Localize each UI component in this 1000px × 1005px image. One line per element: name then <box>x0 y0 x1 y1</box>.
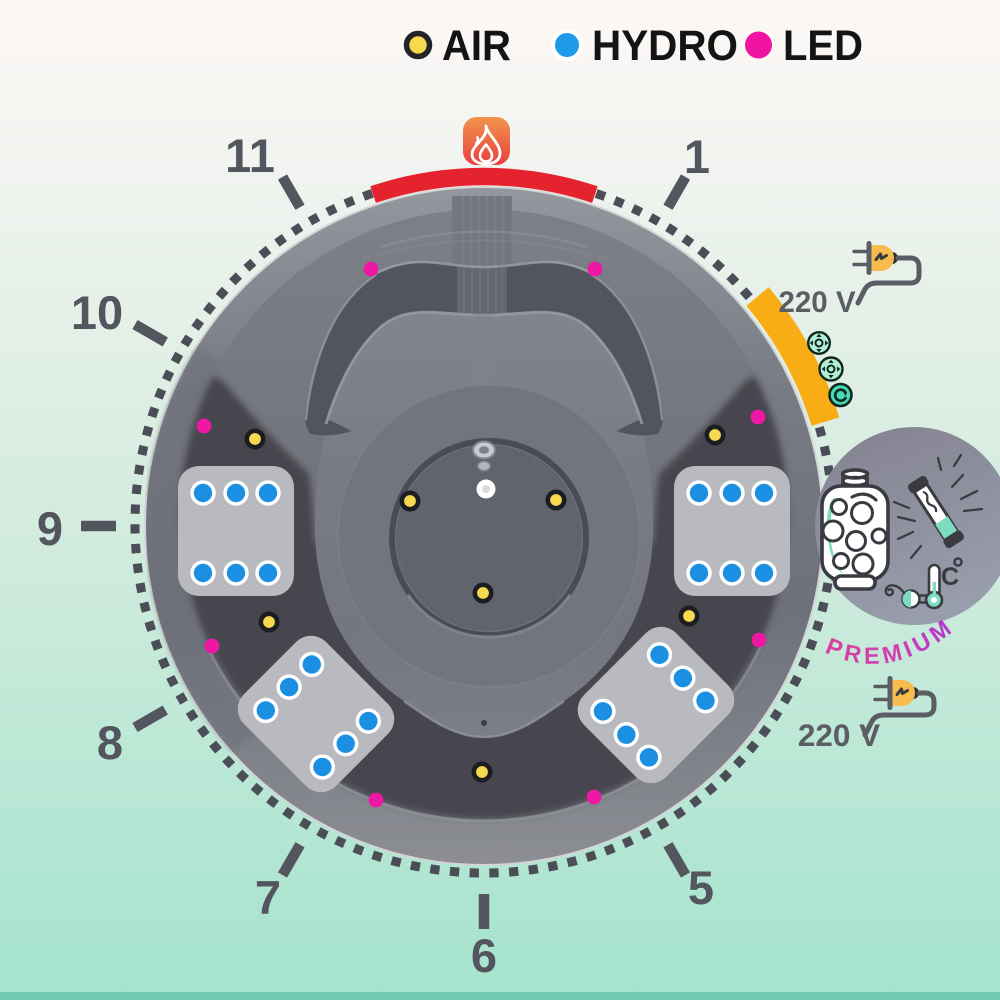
svg-text:AIR: AIR <box>442 22 511 70</box>
svg-text:10: 10 <box>71 286 123 339</box>
svg-text:220 V: 220 V <box>798 717 880 753</box>
svg-text:9: 9 <box>37 502 63 555</box>
svg-text:6: 6 <box>471 929 497 982</box>
svg-text:5: 5 <box>688 861 714 914</box>
svg-text:11: 11 <box>225 129 275 182</box>
svg-text:7: 7 <box>255 871 281 924</box>
svg-text:220 V: 220 V <box>778 286 855 319</box>
svg-text:HYDRO: HYDRO <box>592 22 738 70</box>
svg-text:1: 1 <box>684 130 710 183</box>
svg-text:C: C <box>941 563 959 591</box>
svg-text:LED: LED <box>783 22 863 70</box>
svg-text:8: 8 <box>97 716 123 769</box>
